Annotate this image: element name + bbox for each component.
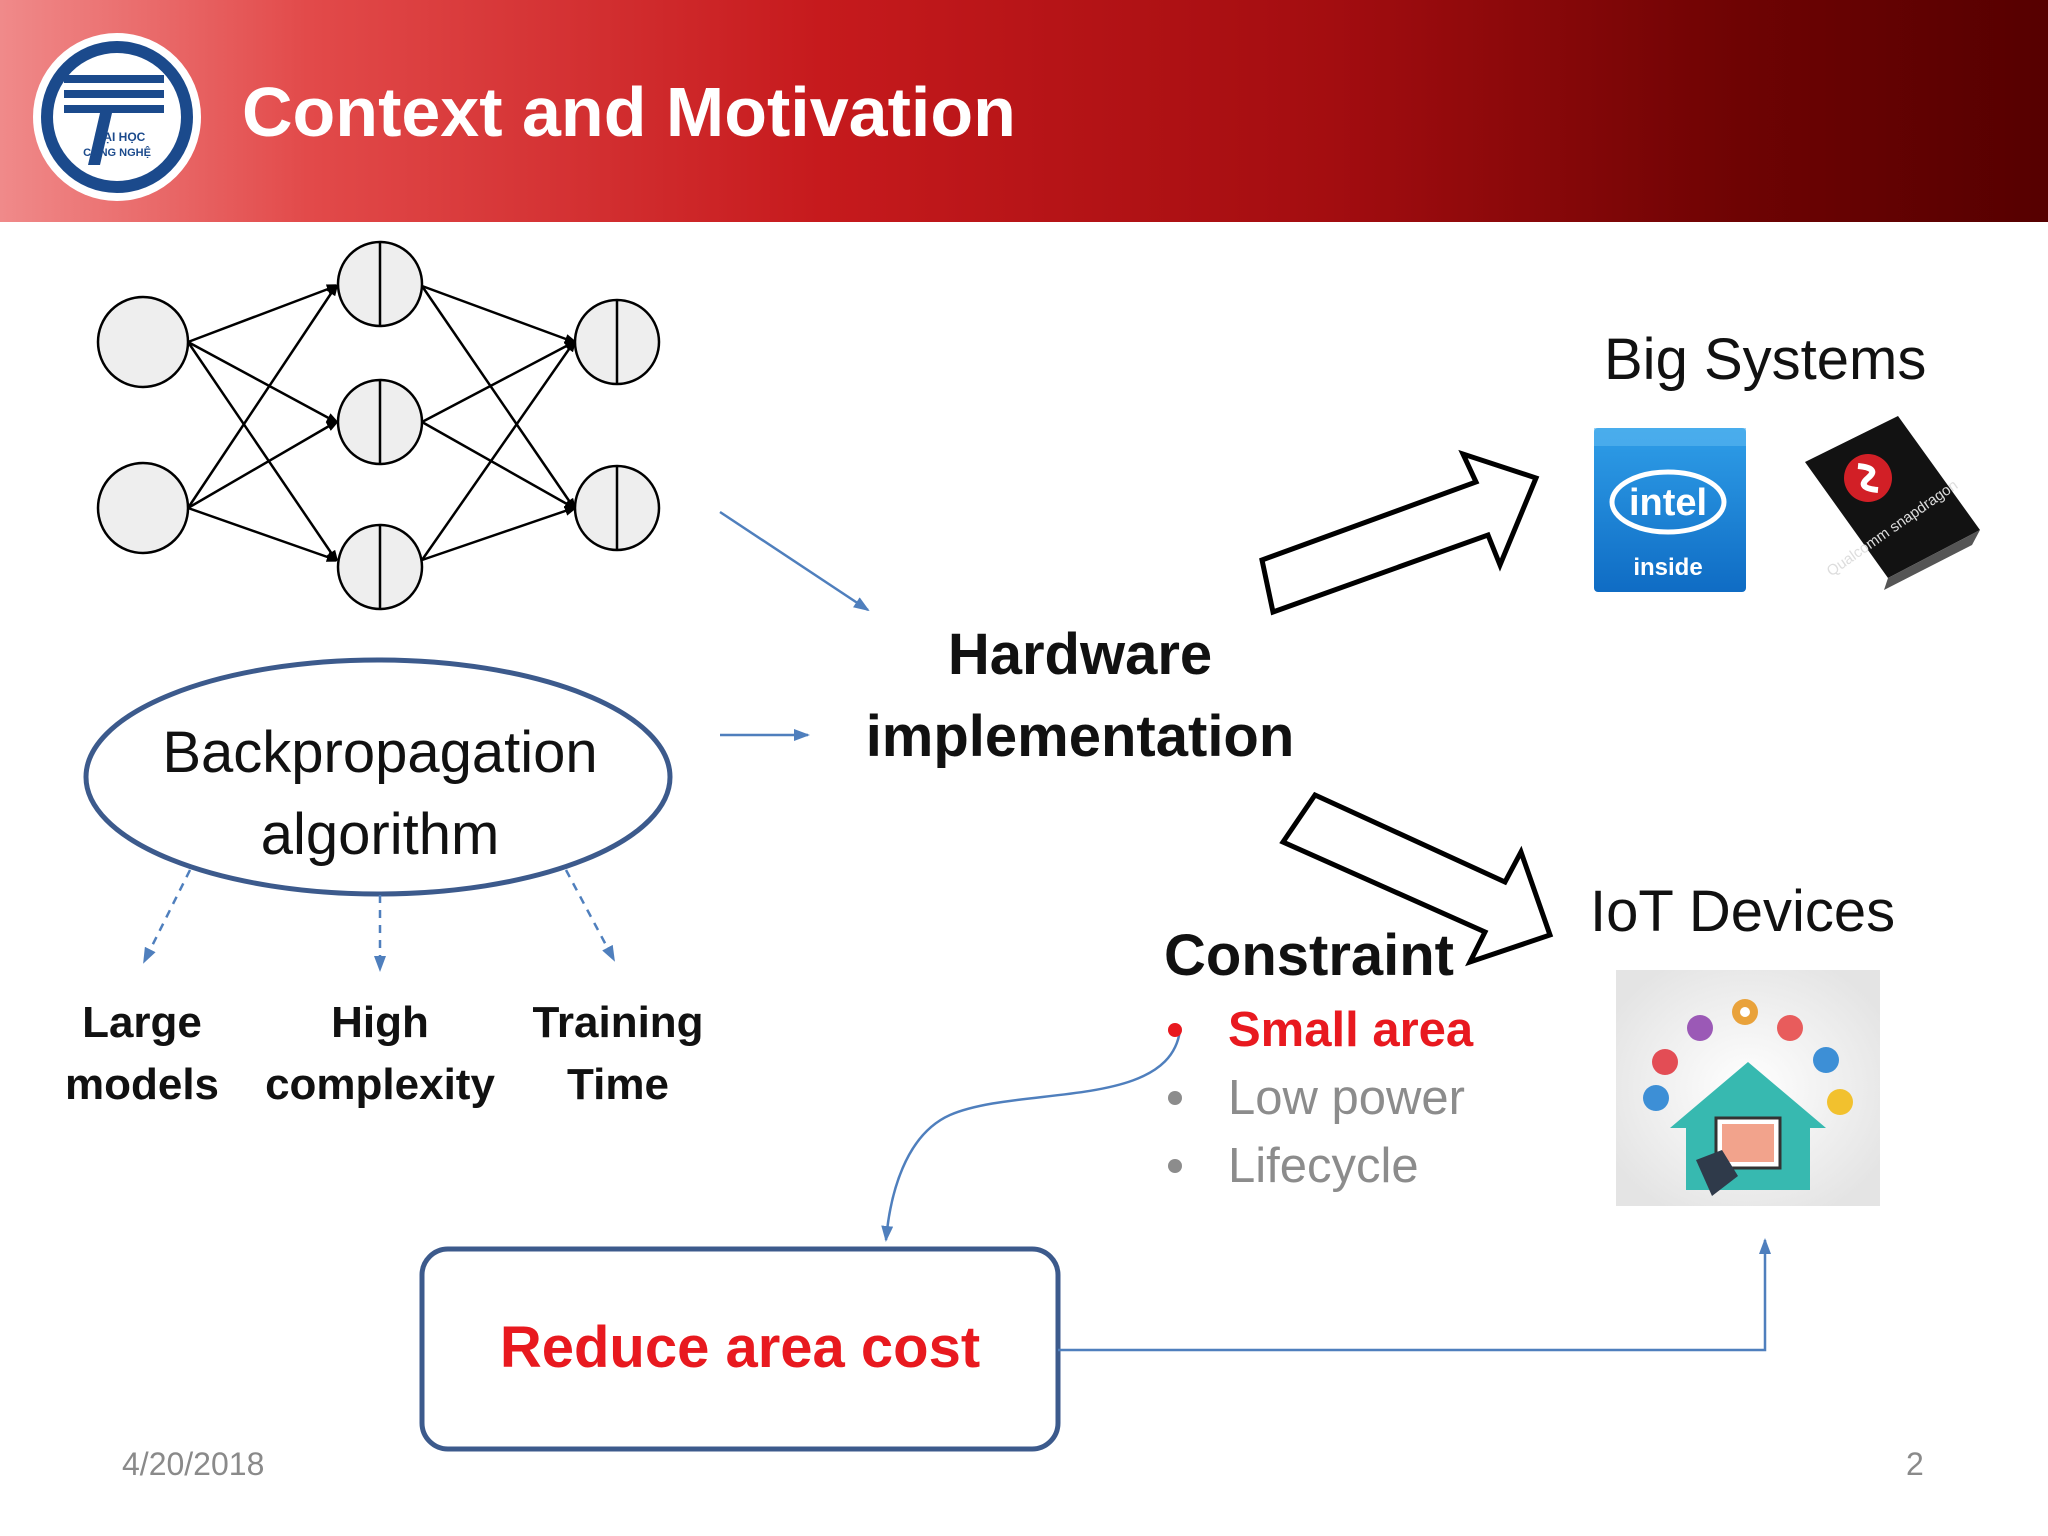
reduce-area-cost-label: Reduce area cost	[422, 1314, 1058, 1381]
nn-edge	[188, 508, 336, 560]
page-number: 2	[1906, 1446, 1924, 1483]
dashed-arrow	[566, 870, 614, 960]
hardware-implementation-label: Hardware implementation	[820, 614, 1340, 778]
nn-edge	[422, 342, 574, 560]
arrow-reduce-cost-to-iot	[1058, 1240, 1765, 1350]
nn-edge	[422, 508, 574, 560]
snapdragon-logo: Qualcomm snapdragon	[1805, 416, 1980, 590]
nn-edge	[422, 286, 574, 342]
nn-edge	[188, 422, 336, 508]
backprop-line1: Backpropagation	[128, 712, 632, 794]
iot-devices-image	[1616, 970, 1880, 1206]
svg-text:inside: inside	[1633, 554, 1702, 581]
block-arrow-to-big-systems	[1262, 454, 1536, 612]
arrow-nn-to-hardware	[720, 512, 868, 610]
backprop-line2: algorithm	[128, 794, 632, 876]
svg-text:intel: intel	[1629, 482, 1707, 524]
svg-text:CÔNG NGHỆ: CÔNG NGHỆ	[83, 146, 151, 159]
footer-date: 4/20/2018	[122, 1446, 264, 1483]
constraint-low-power: Low power	[1228, 1070, 1465, 1126]
constraint-lifecycle: Lifecycle	[1228, 1138, 1419, 1194]
backprop-label: Backpropagation algorithm	[128, 712, 632, 876]
nn-edge	[422, 422, 574, 508]
iot-devices-label: IoT Devices	[1590, 878, 1895, 945]
bullet-dot	[1168, 1159, 1182, 1173]
constraint-title: Constraint	[1164, 922, 1454, 989]
issue-high-complexity: High complexity	[250, 992, 510, 1116]
university-logo: ĐẠI HỌC CÔNG NGHỆ	[33, 33, 201, 201]
svg-text:ĐẠI HỌC: ĐẠI HỌC	[95, 130, 146, 144]
dashed-arrow	[144, 870, 190, 962]
constraint-small-area: Small area	[1228, 1002, 1473, 1058]
nn-edge	[188, 286, 336, 508]
issue-large-models: Large models	[52, 992, 232, 1116]
nn-edge	[188, 342, 336, 560]
bullet-dot	[1168, 1023, 1182, 1037]
big-systems-label: Big Systems	[1604, 326, 1926, 393]
intel-logo: intel inside	[1594, 428, 1746, 592]
arrow-small-area-to-reduce-cost	[886, 1030, 1180, 1240]
nn-edge	[422, 286, 574, 508]
issue-training-time: Training Time	[518, 992, 718, 1116]
nn-input-node	[98, 463, 188, 553]
nn-edge	[188, 342, 336, 422]
bullet-dot	[1168, 1091, 1182, 1105]
nn-edge	[422, 342, 574, 422]
nn-input-node	[98, 297, 188, 387]
nn-edge	[188, 286, 336, 342]
